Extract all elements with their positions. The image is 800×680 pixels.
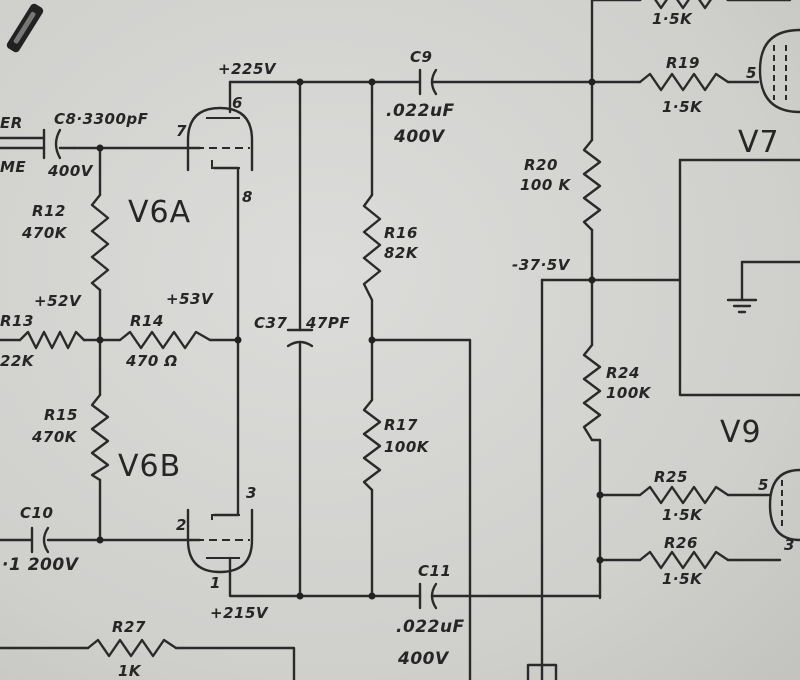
label-r24-value: 100K: [606, 384, 652, 402]
label-c37-value: 47PF: [305, 314, 350, 332]
label-pin6: 6: [232, 94, 243, 112]
tube-v9: [768, 468, 800, 542]
label-r15-value: 470K: [31, 428, 78, 446]
label-r27-value: 1K: [118, 662, 142, 680]
label-c8: C8·3300pF: [54, 110, 149, 128]
label-r14: R14: [130, 312, 164, 330]
label-c10: C10: [20, 504, 53, 522]
label-v6b: V6B: [118, 449, 181, 484]
label-r17-value: 100K: [384, 438, 430, 456]
label-frag-me: ME: [0, 158, 26, 176]
label-c11-voltage: 400V: [397, 649, 450, 669]
label-c11-value: .022uF: [396, 617, 465, 637]
label-r26: R26: [664, 534, 698, 552]
resistor-r17: [362, 398, 382, 492]
label-c8-voltage: 400V: [47, 162, 94, 180]
label-v375: -37·5V: [512, 256, 571, 274]
label-r12: R12: [32, 202, 66, 220]
label-v7: V7: [738, 125, 780, 160]
tube-v7: [758, 28, 800, 114]
junction-dots: [96, 78, 604, 600]
capacitor-c8: [42, 128, 76, 160]
tube-v6a: [186, 106, 254, 172]
label-pin3: 3: [246, 484, 257, 502]
label-r12-value: 470K: [21, 224, 68, 242]
resistors: [18, 0, 730, 658]
label-r27: R27: [112, 618, 146, 636]
resistor-r27: [86, 638, 178, 658]
label-c9: C9: [410, 48, 432, 66]
label-c11: C11: [418, 562, 451, 580]
label-pin5-top: 5: [746, 64, 757, 82]
resistor-r16: [362, 193, 382, 302]
label-r24: R24: [606, 364, 640, 382]
resistor-r20: [582, 138, 602, 232]
pen-mark: [6, 3, 44, 53]
label-v9: V9: [720, 415, 762, 450]
label-r16-value: 82K: [384, 244, 419, 262]
label-r20-value: 100 K: [520, 176, 572, 194]
label-r13-value: 22K: [0, 352, 35, 370]
ground-symbol: [726, 298, 758, 314]
label-v52: +52V: [34, 292, 82, 310]
label-c10-value: ·1 200V: [2, 555, 80, 575]
tube-v6b: [186, 508, 254, 574]
capacitor-c11: [418, 582, 438, 610]
label-pin5-bottom: 5: [758, 476, 769, 494]
label-pin1: 1: [210, 574, 221, 592]
label-frag-er: ER: [0, 114, 23, 132]
label-r14-value: 470 Ω: [125, 352, 178, 370]
capacitor-c9: [418, 68, 438, 96]
label-r19: R19: [666, 54, 700, 72]
label-pin2: 2: [176, 516, 187, 534]
label-c9-voltage: 400V: [393, 127, 446, 147]
resistor-r14: [118, 330, 212, 350]
resistor-r13: [18, 330, 86, 350]
label-v53: +53V: [166, 290, 214, 308]
label-r25: R25: [654, 468, 688, 486]
resistor-r12: [90, 193, 110, 292]
capacitor-c37: [286, 328, 314, 348]
label-r17: R17: [384, 416, 418, 434]
resistor-r25: [638, 485, 730, 505]
label-pin7: 7: [176, 122, 187, 140]
resistor-r15: [90, 393, 110, 482]
label-c9-value: .022uF: [386, 101, 455, 121]
label-r13: R13: [0, 312, 34, 330]
labels: ER ME +225V 6 C8·3300pF 7 400V V6A 8 C9 …: [0, 10, 795, 680]
resistor-r26: [638, 550, 730, 570]
capacitors: [30, 68, 438, 610]
label-r20: R20: [524, 156, 558, 174]
label-pin8: 8: [242, 188, 253, 206]
label-r16: R16: [384, 224, 418, 242]
terminal-block: [526, 663, 558, 680]
label-pin3-right: 3: [784, 536, 795, 554]
label-r15: R15: [44, 406, 78, 424]
label-v215: +215V: [210, 604, 269, 622]
label-r25-value: 1·5K: [662, 506, 703, 524]
capacitor-c10: [30, 526, 50, 554]
resistor-r19: [638, 72, 730, 92]
resistor-r24: [582, 343, 602, 442]
label-r26-value: 1·5K: [662, 570, 703, 588]
label-v225: +225V: [218, 60, 277, 78]
label-r19-value: 1·5K: [662, 98, 703, 116]
resistor-r18: [638, 0, 730, 10]
label-r18-value: 1·5K: [652, 10, 693, 28]
label-v6a: V6A: [128, 195, 191, 230]
label-c37: C37: [254, 314, 287, 332]
